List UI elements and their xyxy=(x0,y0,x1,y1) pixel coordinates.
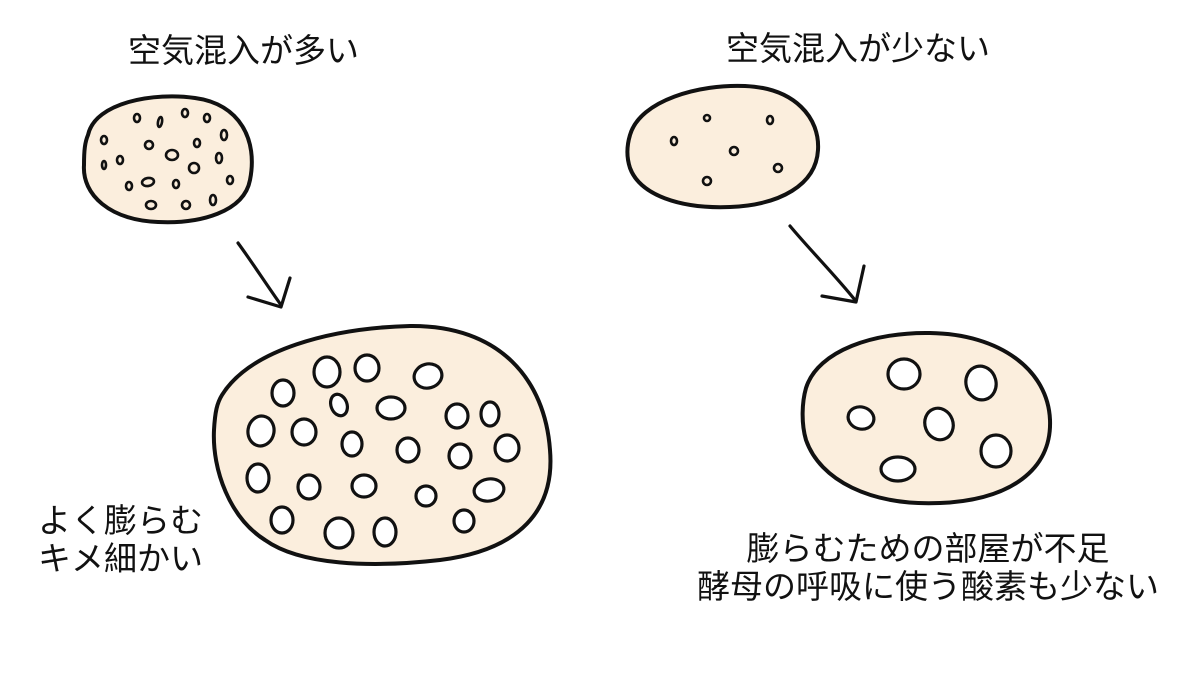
large-air-bubble xyxy=(879,455,917,483)
large-air-bubble xyxy=(886,357,922,391)
large-air-bubble xyxy=(353,353,381,383)
large-air-bubble xyxy=(340,430,364,458)
large-air-bubble xyxy=(246,414,276,448)
large-air-bubble xyxy=(245,462,271,494)
large-air-bubble xyxy=(323,516,355,550)
small-air-bubble xyxy=(115,154,125,166)
small-air-bubble xyxy=(208,193,218,207)
large-air-bubble xyxy=(270,378,296,408)
small-air-bubble xyxy=(187,161,201,175)
small-air-bubble xyxy=(192,137,202,149)
small-air-bubble xyxy=(180,107,190,119)
right-caption: 膨らむための部屋が不足 酵母の呼吸に使う酸素も少ない xyxy=(668,530,1188,606)
large-air-bubble xyxy=(290,417,318,447)
large-air-bubble xyxy=(846,405,876,431)
small-air-bubble xyxy=(772,162,784,174)
large-air-bubble xyxy=(395,436,421,464)
right-large-air-bubbles xyxy=(846,357,1013,483)
left-large-air-bubbles xyxy=(245,353,521,550)
large-air-bubble xyxy=(447,442,473,470)
right-caption-line-2: 酵母の呼吸に使う酸素も少ない xyxy=(697,566,1159,606)
small-air-bubble xyxy=(171,178,181,190)
small-air-bubble xyxy=(140,176,156,188)
small-air-bubble xyxy=(669,135,679,147)
right-small-air-bubbles xyxy=(669,113,784,187)
large-air-bubble xyxy=(350,473,378,499)
small-air-bubble xyxy=(100,159,108,171)
small-air-bubble xyxy=(164,148,180,162)
small-air-bubble xyxy=(124,180,134,192)
right-title: 空気混入が少ない xyxy=(726,29,990,68)
large-air-bubble xyxy=(923,406,955,442)
small-air-bubble xyxy=(219,128,229,142)
small-air-bubble xyxy=(202,112,212,124)
large-air-bubble xyxy=(414,484,438,508)
large-air-bubble xyxy=(472,477,506,503)
large-air-bubble xyxy=(979,433,1013,469)
small-air-bubble xyxy=(143,139,155,151)
large-air-bubble xyxy=(312,355,342,389)
small-air-bubble xyxy=(156,115,164,129)
left-caption: よく膨らむ キメ細かい xyxy=(38,502,203,578)
large-air-bubble xyxy=(479,400,501,428)
left-caption-line-2: キメ細かい xyxy=(38,538,203,578)
large-air-bubble xyxy=(964,364,998,402)
small-air-bubble xyxy=(702,113,712,123)
small-air-bubble xyxy=(144,199,158,211)
large-air-bubble xyxy=(296,473,322,501)
large-air-bubble xyxy=(375,395,407,421)
small-air-bubble xyxy=(225,174,235,186)
right-small-dough xyxy=(625,83,821,210)
small-air-bubble xyxy=(180,199,192,211)
left-arrow xyxy=(236,241,292,309)
large-air-bubble xyxy=(269,505,295,535)
small-air-bubble xyxy=(214,151,224,165)
small-air-bubble xyxy=(728,145,740,157)
small-air-bubble xyxy=(701,175,713,187)
large-air-bubble xyxy=(328,392,350,418)
small-air-bubble xyxy=(99,134,109,146)
large-air-bubble xyxy=(372,516,398,548)
right-arrow xyxy=(788,224,866,304)
large-air-bubble xyxy=(493,433,521,463)
small-air-bubble xyxy=(765,114,775,126)
small-air-bubble xyxy=(132,112,142,124)
left-small-air-bubbles xyxy=(99,107,235,211)
left-large-dough xyxy=(211,323,553,566)
large-air-bubble xyxy=(412,362,444,390)
left-title: 空気混入が多い xyxy=(128,31,359,70)
left-caption-line-1: よく膨らむ xyxy=(38,501,203,540)
large-air-bubble xyxy=(452,508,476,534)
right-caption-line-1: 膨らむための部屋が不足 xyxy=(746,529,1110,568)
large-air-bubble xyxy=(444,402,470,430)
